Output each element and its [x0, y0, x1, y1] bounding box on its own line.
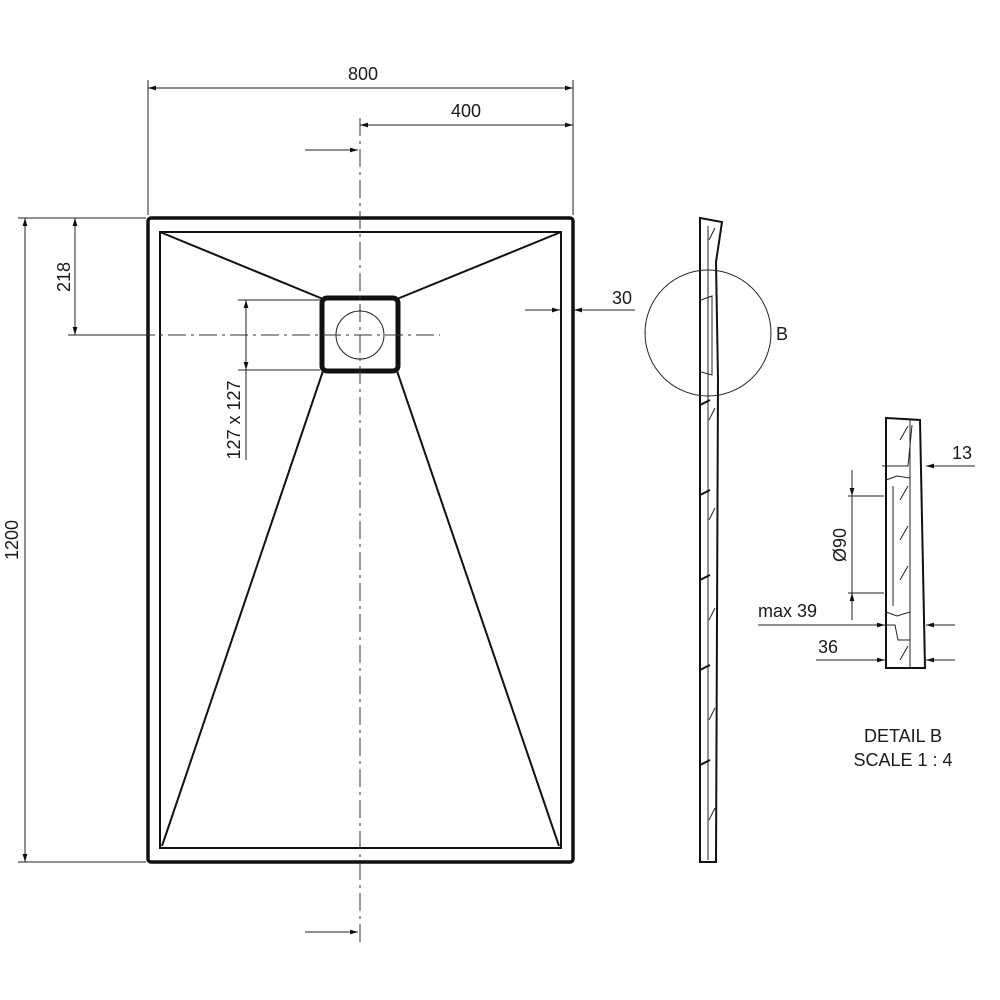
slope-line: [396, 231, 562, 300]
detail-scale: SCALE 1 : 4: [853, 750, 952, 770]
dimension-30-label: 30: [612, 288, 632, 308]
detail-dim-13: 13: [952, 443, 972, 463]
dimension-127-label: 127 x 127: [224, 380, 244, 459]
dimension-rim: 30: [525, 288, 635, 313]
dimension-218-label: 218: [54, 262, 74, 292]
dimension-drain-offset: 218: [54, 218, 148, 336]
detail-dim-diameter: Ø90: [830, 528, 850, 562]
slope-line: [159, 231, 324, 300]
dimension-drain-size: 127 x 127: [224, 299, 320, 460]
detail-marker-label: B: [776, 324, 788, 344]
side-profile: B: [644, 216, 788, 863]
detail-b-circle: [644, 269, 772, 397]
slope-line: [396, 370, 560, 847]
detail-dim-max39: max 39: [758, 601, 817, 621]
dimension-1200-label: 1200: [2, 520, 22, 560]
dimension-800-label: 800: [348, 64, 378, 84]
slope-line: [161, 370, 324, 847]
tray-top-view: [75, 118, 575, 945]
dimension-length: 1200: [2, 217, 146, 863]
detail-b-view: 13 Ø90 max 39 36 DETAIL B SCALE 1 : 4: [758, 416, 975, 770]
dimension-400-label: 400: [451, 101, 481, 121]
dimension-width: 800: [147, 64, 574, 215]
detail-title: DETAIL B: [864, 726, 942, 746]
dimension-half-width: 400: [360, 101, 573, 128]
detail-dim-36: 36: [818, 637, 838, 657]
